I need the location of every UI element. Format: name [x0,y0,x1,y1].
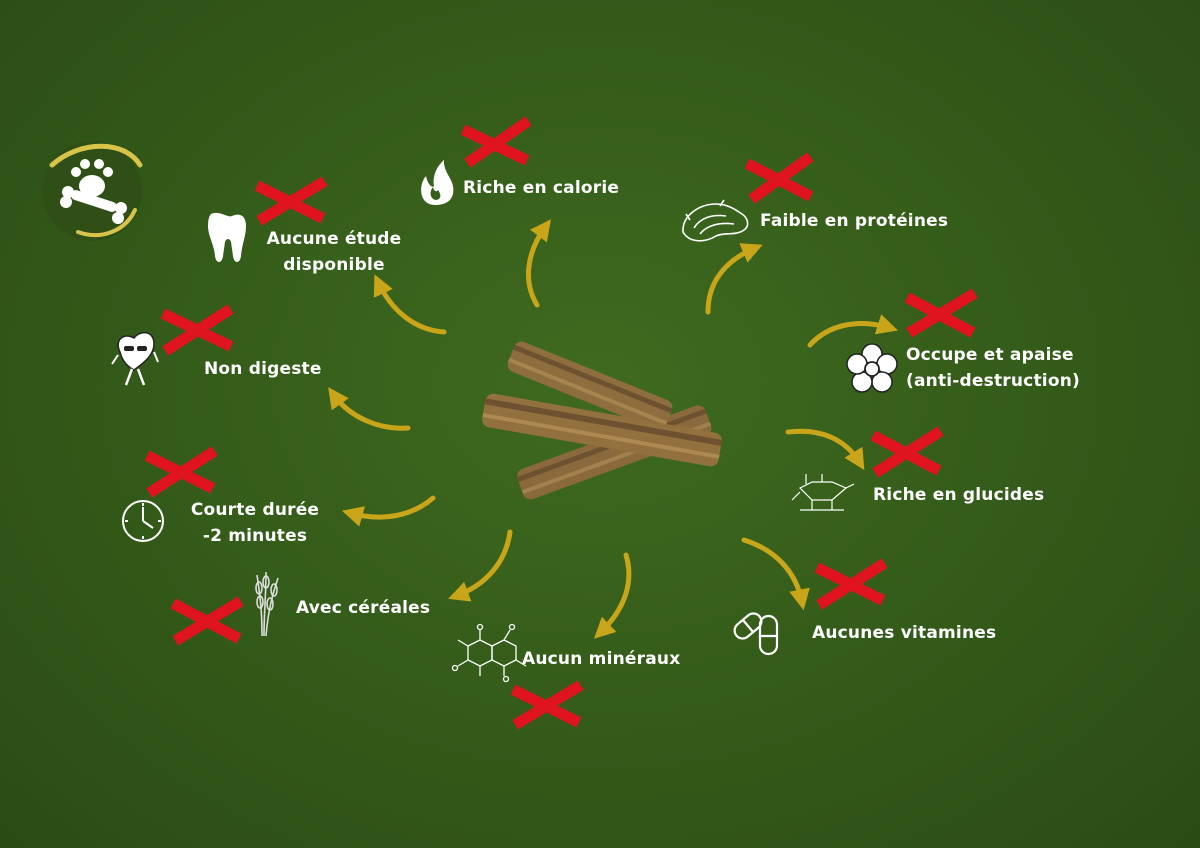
arrow-mineraux [593,552,632,639]
label-duree-line2: -2 minutes [202,526,308,546]
label-apaise: Occupe et apaise (anti-destruction) [906,342,1080,394]
label-mineraux: Aucun minéraux [522,649,681,669]
molecule-icon [451,623,527,683]
label-apaise-line1: Occupe et apaise [906,345,1074,365]
cross-vitamines [814,558,888,610]
stomach-icon [111,331,159,386]
arrows [328,219,899,639]
cross-etude [254,176,328,226]
glucose-molecule-icon [791,474,855,511]
crosses [144,116,978,730]
label-duree: Courte durée -2 minutes [180,497,330,549]
cross-calorie [460,116,532,168]
meat-icon [682,199,749,242]
label-proteines: Faible en protéines [760,211,949,231]
arrow-proteines [705,243,763,315]
label-apaise-line2: (anti-destruction) [906,371,1080,391]
cross-digeste [160,304,234,356]
cross-mineraux [510,680,584,730]
cross-duree [144,446,218,498]
cross-proteines [744,152,814,204]
arrow-glucides [785,428,865,471]
label-etude: Aucune étude disponible [258,226,410,278]
clock-icon [122,500,164,542]
pills-icon [733,612,779,656]
tooth-icon [208,212,246,262]
cross-glucides [870,426,944,478]
arrow-apaise [807,314,899,348]
wheat-icon [255,571,279,637]
arrow-duree [341,495,436,527]
paw-bone-logo [42,141,143,241]
arrow-vitamines [741,537,810,611]
label-duree-line1: Courte durée [190,500,320,520]
arrow-cereales [448,529,513,602]
label-vitamines: Aucunes vitamines [812,623,997,643]
arrow-etude [373,274,447,335]
arrow-calorie [526,219,552,308]
dental-chew-sticks [482,341,723,500]
arrow-digeste [328,387,411,431]
cross-cereales [170,596,244,646]
flame-icon [421,160,454,205]
label-etude-line1: Aucune étude [266,229,402,249]
label-glucides: Riche en glucides [873,485,1045,505]
label-etude-line2: disponible [283,255,385,275]
label-cereales: Avec céréales [296,598,431,618]
flower-icon [846,343,898,393]
label-calorie: Riche en calorie [463,178,620,198]
cross-apaise [904,288,978,338]
label-digeste: Non digeste [204,359,322,379]
